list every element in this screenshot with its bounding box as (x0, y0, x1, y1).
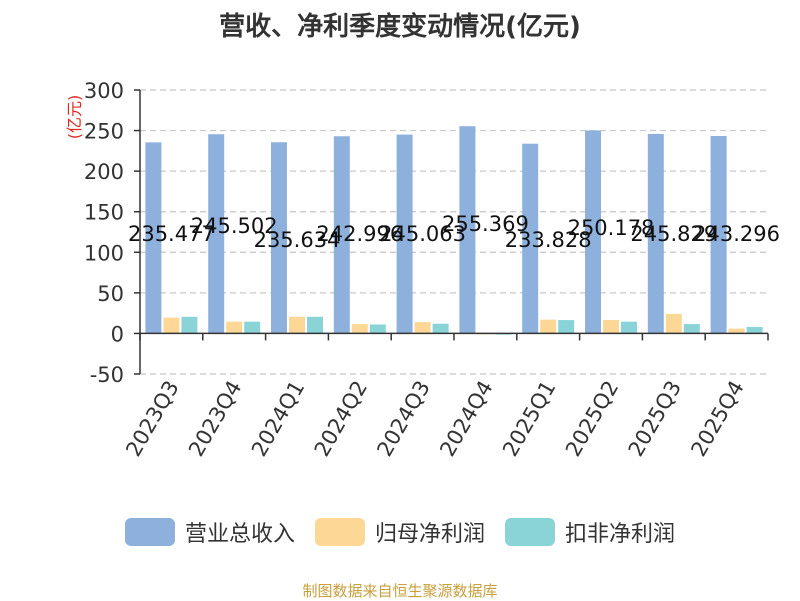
bar-net-profit (289, 316, 305, 334)
bar-revenue (647, 133, 664, 334)
x-tick-label: 2024Q3 (372, 377, 434, 461)
x-tick-label: 2023Q3 (121, 377, 183, 461)
chart-title: 营收、净利季度变动情况(亿元) (219, 12, 581, 42)
bar-revenue (271, 142, 287, 334)
legend-label-net-profit: 归母净利润 (374, 522, 485, 547)
data-label: 245.502 (191, 214, 278, 238)
bar-revenue (145, 142, 162, 334)
y-tick-label: 200 (84, 160, 124, 184)
data-label: 233.828 (505, 228, 592, 252)
bar-revenue (522, 143, 539, 334)
legend-label-deducted-profit: 扣非净利润 (565, 522, 676, 547)
bar-deducted-profit (369, 324, 386, 334)
bar-net-profit (163, 317, 180, 334)
data-label: 245.829 (630, 222, 717, 246)
bar-net-profit (351, 324, 368, 334)
x-tick-label: 2024Q4 (435, 377, 497, 461)
legend: 营业总收入 归母净利润 扣非净利润 (0, 516, 800, 548)
legend-swatch-net-profit (314, 518, 365, 546)
bar-deducted-profit (746, 326, 763, 334)
data-label: 243.296 (693, 222, 780, 246)
bar-deducted-profit (244, 321, 261, 334)
bar-net-profit (414, 322, 431, 334)
legend-label-revenue: 营业总收入 (184, 522, 295, 547)
bar-deducted-profit (683, 324, 700, 334)
bar-net-profit (665, 313, 682, 334)
data-label: 235.634 (254, 228, 341, 252)
y-tick-label: 300 (84, 79, 124, 103)
bar-revenue (396, 134, 413, 334)
bar-revenue (333, 136, 350, 334)
data-label: 245.063 (379, 222, 466, 246)
bar-revenue (459, 126, 476, 334)
y-tick-label: 0 (111, 322, 124, 346)
data-label: 250.178 (568, 216, 655, 240)
legend-swatch-deducted-profit (505, 518, 555, 546)
x-tick-label: 2025Q3 (624, 377, 686, 461)
bar-deducted-profit (307, 316, 323, 334)
bar-net-profit (540, 319, 557, 334)
x-tick-label: 2025Q4 (686, 377, 748, 461)
bar-revenue (208, 134, 225, 334)
y-tick-label: 150 (84, 201, 124, 225)
bar-net-profit (603, 320, 619, 334)
bar-deducted-profit (432, 323, 449, 334)
x-tick-label: 2024Q2 (310, 377, 372, 461)
legend-swatch-revenue (124, 518, 175, 546)
bar-net-profit (728, 328, 745, 334)
x-tick-label: 2025Q2 (561, 377, 623, 461)
data-label: 242.996 (316, 222, 403, 246)
source-note: 制图数据来自恒生聚源数据库 (302, 582, 498, 600)
x-tick-label: 2025Q1 (498, 377, 560, 461)
x-tick-label: 2024Q1 (247, 377, 309, 461)
data-label: 235.477 (128, 222, 215, 246)
bar-net-profit (226, 321, 243, 334)
y-tick-label: 50 (97, 282, 124, 306)
y-tick-label: -50 (90, 363, 124, 387)
y-tick-label: 250 (84, 120, 124, 144)
x-tick-label: 2023Q4 (184, 377, 246, 461)
y-tick-label: 100 (84, 241, 124, 265)
legend-item-revenue[interactable]: 营业总收入 (124, 516, 295, 548)
data-label: 255.369 (442, 212, 529, 236)
legend-item-deducted-profit[interactable]: 扣非净利润 (505, 516, 675, 548)
bar-deducted-profit (558, 320, 575, 334)
legend-item-net-profit[interactable]: 归母净利润 (314, 516, 485, 548)
bar-deducted-profit (181, 316, 198, 334)
bar-revenue (710, 136, 727, 334)
bar-revenue (585, 130, 601, 334)
y-axis-label: (亿元) (65, 95, 84, 140)
bar-deducted-profit (621, 321, 637, 334)
